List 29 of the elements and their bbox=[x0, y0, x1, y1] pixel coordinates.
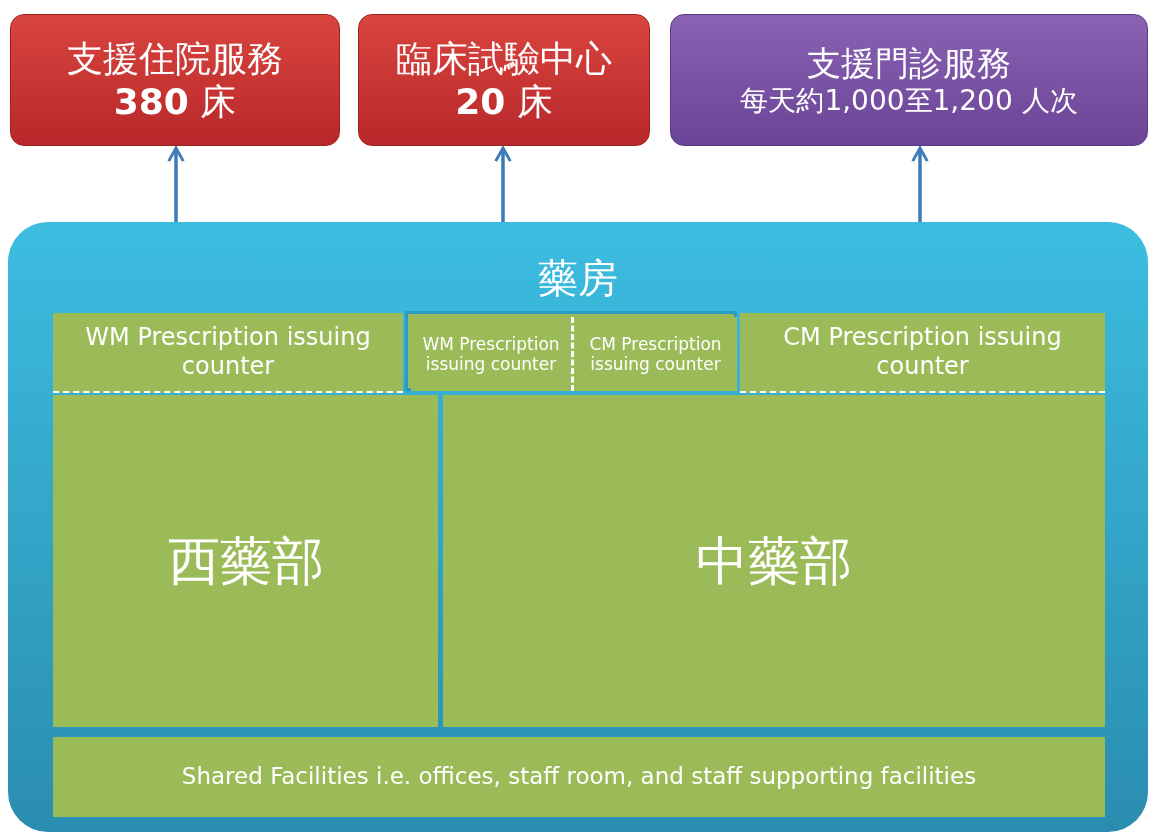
node-title: 臨床試驗中心 bbox=[395, 36, 613, 80]
node-title: 支援門診服務 bbox=[806, 42, 1012, 84]
node-title: 中藥部 bbox=[695, 529, 853, 593]
pharmacy-panel bbox=[8, 222, 1148, 832]
node-title: WM Prescription issuing counter bbox=[421, 333, 561, 375]
counter-frame bbox=[405, 311, 737, 391]
service-box bbox=[358, 14, 650, 146]
node-title: 西藥部 bbox=[166, 529, 325, 593]
department-area bbox=[443, 395, 1105, 727]
node-title: CM Prescription issuing counter bbox=[588, 333, 723, 375]
department-area bbox=[53, 395, 438, 727]
counter-area bbox=[53, 313, 403, 393]
node-title: 藥房 bbox=[537, 254, 619, 302]
counter-area bbox=[411, 317, 574, 391]
node-title: 支援住院服務 bbox=[66, 36, 284, 80]
node-detail: 380 床 bbox=[112, 80, 238, 124]
node-title: Shared Facilities i.e. offices, staff room, and staff supporting facilities bbox=[180, 763, 978, 791]
node-detail: 每天約1,000至1,200 人次 bbox=[739, 83, 1079, 118]
counter-area bbox=[574, 317, 737, 391]
facilities-area bbox=[53, 737, 1105, 817]
node-detail: 20 床 bbox=[454, 80, 554, 124]
service-box bbox=[670, 14, 1148, 146]
service-box bbox=[10, 14, 340, 146]
node-title: CM Prescription issuing counter bbox=[782, 323, 1063, 381]
counter-area bbox=[740, 313, 1105, 393]
node-title: WM Prescription issuing counter bbox=[84, 323, 372, 381]
arrow bbox=[167, 146, 185, 222]
arrow bbox=[494, 146, 512, 222]
arrow bbox=[911, 146, 929, 222]
